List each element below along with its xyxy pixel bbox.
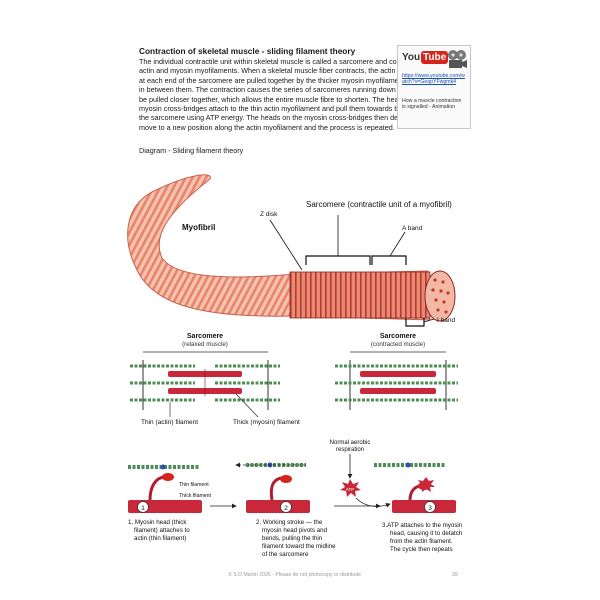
- label-respiration: respiration: [336, 447, 364, 453]
- label-i-band: I band: [437, 317, 455, 324]
- footer-copyright: © S D Martin 2026 - Please do not photoc…: [228, 572, 362, 578]
- label-a-band: A band: [402, 225, 423, 232]
- relaxed-sarcomere-title: Sarcomere: [187, 333, 223, 340]
- intro-paragraph: The individual contractile unit within s…: [139, 57, 440, 132]
- diagram-caption: Diagram - Sliding filament theory: [139, 146, 244, 155]
- youtube-logo[interactable]: You Tube: [402, 51, 449, 69]
- atp-label: ATP: [346, 487, 354, 492]
- relaxed-sarcomere-graphic: [130, 360, 280, 410]
- svg-text:actin (thin filament): actin (thin filament): [134, 535, 186, 542]
- myofibril-cross-section: [424, 270, 456, 322]
- svg-text:1. Myosin head (thick: 1. Myosin head (thick: [128, 519, 187, 526]
- a-band-bracket: [371, 255, 407, 265]
- youtube-logo-you: You: [402, 52, 421, 63]
- atp-burst-small: [417, 477, 435, 492]
- label-normal-aerobic: Normal aerobic: [330, 440, 371, 446]
- film-reel-icon: [448, 50, 467, 68]
- cross-section-dots: [431, 278, 450, 314]
- atp-burst: [340, 479, 361, 497]
- svg-text:filament toward the midline: filament toward the midline: [262, 543, 336, 550]
- youtube-logo-tube: Tube: [421, 51, 449, 64]
- youtube-video-box[interactable]: You Tube https://www.youtube.com/watch?v…: [397, 45, 471, 129]
- label-thick-myosin-filament: Thick (myosin) filament: [233, 419, 300, 426]
- svg-text:3.ATP attaches to the myosin: 3.ATP attaches to the myosin: [382, 522, 463, 529]
- youtube-link[interactable]: https://www.youtube.com/watch?v=GeapYFwg…: [402, 73, 465, 86]
- svg-text:myosin head pivots and: myosin head pivots and: [262, 527, 328, 534]
- a-band-pointer: [389, 231, 406, 257]
- svg-text:head, causing it to detatch: head, causing it to detatch: [390, 530, 463, 537]
- myosin-thick-filament-2: [246, 475, 310, 513]
- step2-number: 2: [284, 505, 288, 512]
- i-band-pointer: [423, 318, 435, 323]
- myosin-thick-filament-1: [128, 473, 202, 513]
- label-thin-filament-small: Thin filament: [179, 482, 209, 488]
- page-number: 39: [452, 572, 458, 578]
- cycle-arrow-atp: [355, 497, 391, 508]
- sarcomere-bracket: [305, 255, 371, 265]
- video-description: How a muscle contraction is signalled - …: [402, 98, 462, 111]
- contracted-sarcomere-title: Sarcomere: [380, 333, 416, 340]
- label-z-disk: Z disk: [260, 211, 278, 218]
- step2-caption: 2. Working stroke — the myosin head pivo…: [256, 519, 336, 558]
- svg-text:The cycle then repeats: The cycle then repeats: [390, 546, 453, 553]
- label-myofibril: Myofibril: [182, 223, 215, 232]
- step1-number: 1: [141, 505, 145, 512]
- label-thin-actin-filament: Thin (actin) filament: [141, 419, 198, 426]
- label-thick-filament-small: Thick filament: [179, 493, 212, 499]
- section-title: Contraction of skeletal muscle - sliding…: [139, 46, 356, 56]
- relaxed-sarcomere-subtitle: (relaxed muscle): [182, 341, 228, 348]
- contracted-sarcomere-graphic: [335, 360, 458, 410]
- z-disk-pointer: [269, 219, 303, 271]
- step3-number: 3: [428, 505, 432, 512]
- svg-text:of the sarcomere: of the sarcomere: [262, 551, 309, 558]
- label-sarcomere-unit: Sarcomere (contractile unit of a myofibr…: [306, 200, 452, 209]
- thick-filament-pointer: [235, 393, 259, 418]
- svg-text:filament) attaches to: filament) attaches to: [134, 527, 190, 534]
- step1-caption: 1. Myosin head (thick filament) attaches…: [128, 519, 190, 542]
- contracted-sarcomere-subtitle: (contracted muscle): [371, 341, 425, 348]
- step3-caption: 3.ATP attaches to the myosin head, causi…: [382, 522, 463, 553]
- myofibril-section: [289, 271, 431, 319]
- svg-text:from the actin filament.: from the actin filament.: [390, 538, 453, 545]
- svg-text:2. Working stroke — the: 2. Working stroke — the: [256, 519, 323, 526]
- svg-text:bends, pulling the thin: bends, pulling the thin: [262, 535, 323, 542]
